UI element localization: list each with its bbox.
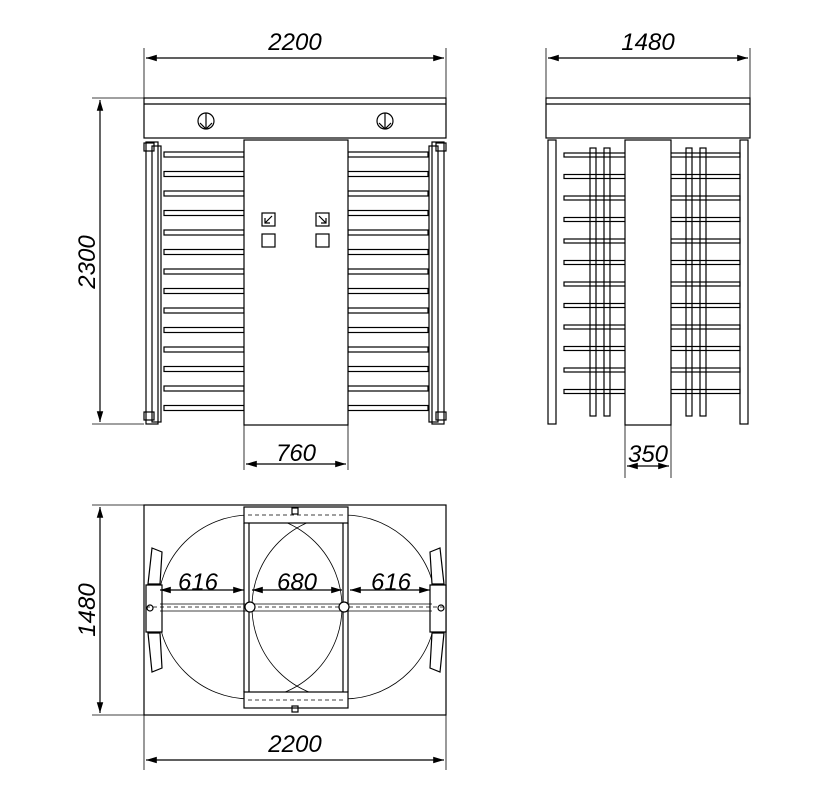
top-view: 1480 <box>74 504 447 770</box>
front-width-label: 2200 <box>267 29 322 56</box>
front-width-dimension: 2200 <box>143 29 447 100</box>
top-right-span-dimension: 616 <box>350 569 430 596</box>
card-reader-left-icon <box>261 233 276 248</box>
top-left-span-dimension: 616 <box>160 569 244 596</box>
top-right-post <box>429 547 447 673</box>
rotor-arm-bar <box>347 229 429 236</box>
front-right-rotor-arms <box>347 151 429 412</box>
side-passage-dimension: 350 <box>627 441 669 470</box>
top-pedestal-bottom <box>243 691 349 713</box>
front-lamp-icon-right <box>376 112 394 130</box>
left-rotor-hub <box>244 601 256 613</box>
front-canopy <box>143 97 447 139</box>
rotor-arm-bar <box>347 385 429 392</box>
top-middle-span-label: 680 <box>277 569 318 596</box>
exit-arrow-indicator-icon <box>315 212 330 227</box>
rotor-arm-bar <box>347 151 429 158</box>
right-rotor-hub <box>338 601 350 613</box>
rotor-arm-bar <box>347 268 429 275</box>
rotor-arm-bar <box>163 385 245 392</box>
rotor-arm-bar <box>163 190 245 197</box>
top-left-span-label: 616 <box>178 569 219 596</box>
rotor-arm-bar <box>163 170 245 178</box>
top-height-label: 1480 <box>74 583 101 637</box>
rotor-arm-bar <box>163 248 245 256</box>
rotor-arm-bar <box>347 209 429 217</box>
top-middle-span-dimension: 680 <box>252 569 342 596</box>
rotor-arm-bar <box>163 287 245 295</box>
side-width-dimension: 1480 <box>545 29 751 100</box>
top-left-post <box>145 547 163 673</box>
top-pedestal-top <box>243 506 349 524</box>
rotor-arm-bar <box>347 404 429 412</box>
rotor-arm-bar <box>347 307 429 314</box>
rotor-arm-bar <box>163 229 245 236</box>
side-center-pedestal <box>624 139 672 426</box>
front-view: 2200 2300 <box>74 29 447 470</box>
rotor-arm-bar <box>347 326 429 334</box>
front-left-rotor-arms <box>163 151 245 412</box>
rotor-arm-bar <box>163 326 245 334</box>
side-left-post <box>547 139 557 425</box>
side-canopy <box>545 97 751 139</box>
rotor-arm-bar <box>163 365 245 373</box>
rotor-arm-bar <box>347 346 429 353</box>
top-right-span-label: 616 <box>371 569 412 596</box>
rotor-arm-bar <box>347 190 429 197</box>
side-rotor-columns <box>589 147 707 417</box>
front-height-label: 2300 <box>74 235 101 290</box>
rotor-arm-bar <box>163 268 245 275</box>
rotor-arm-bar <box>347 287 429 295</box>
front-center-pedestal <box>243 139 349 470</box>
rotor-arm-bar <box>347 248 429 256</box>
side-right-post <box>739 139 749 425</box>
rotor-arm-bar <box>347 170 429 178</box>
rotor-arm-bar <box>163 209 245 217</box>
rotor-arm-bar <box>163 404 245 412</box>
side-view: 1480 350 <box>545 29 751 478</box>
front-passage-label: 760 <box>276 440 317 467</box>
top-width-dimension: 2200 <box>143 715 447 770</box>
front-lamp-icon-left <box>197 112 215 130</box>
rotor-arm-bar <box>163 151 245 158</box>
front-passage-dimension: 760 <box>246 440 346 468</box>
entry-arrow-indicator-icon <box>261 212 276 227</box>
side-width-label: 1480 <box>621 29 675 56</box>
rotor-arm-bar <box>347 365 429 373</box>
top-width-label: 2200 <box>267 731 322 758</box>
top-canopy-outline <box>143 504 447 716</box>
front-left-post <box>143 141 162 425</box>
rotor-arm-bar <box>163 307 245 314</box>
front-right-post <box>428 141 447 425</box>
front-height-dimension: 2300 <box>74 97 144 425</box>
card-reader-right-icon <box>315 233 330 248</box>
rotor-arm-bar <box>163 346 245 353</box>
top-height-dimension: 1480 <box>74 504 144 716</box>
side-passage-label: 350 <box>628 441 669 468</box>
